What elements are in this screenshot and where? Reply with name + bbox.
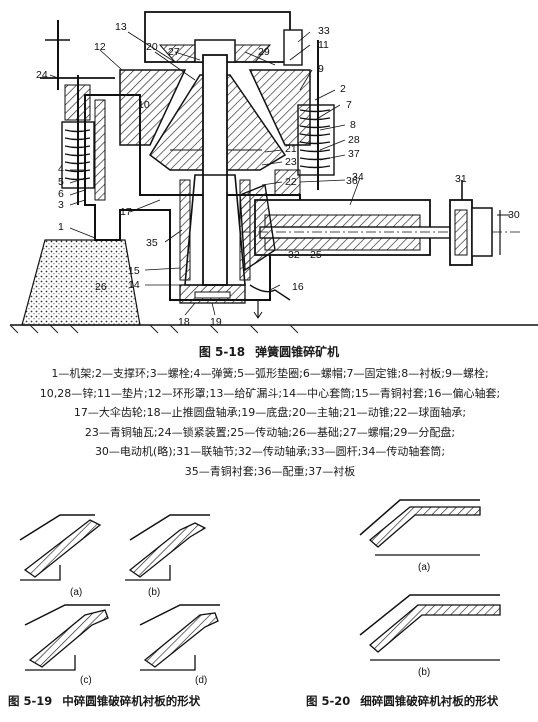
figure-5-18-caption: 图 5-18 弹簧圆锥碎矿机 (0, 343, 538, 360)
legend-line: 23—青铜轴瓦;24—锁紧装置;25—传动轴;26—基础;27—螺帽;29—分配… (84, 425, 456, 439)
figure-5-18-number: 图 5-18 (198, 345, 246, 359)
figure-5-20-caption: 图 5-20 细碎圆锥破碎机衬板的形状 (306, 693, 498, 709)
legend-line: 17—大伞齿轮;18—止推圆盘轴承;19—底盘;20—主轴;21—动锥;22—球… (73, 406, 467, 420)
label-16: 16 (292, 281, 304, 293)
label-2: 2 (340, 83, 346, 95)
label-1: 1 (58, 221, 64, 233)
label-11: 11 (318, 39, 329, 51)
label-35: 35 (146, 237, 158, 249)
liner-shape-d (139, 604, 220, 671)
legend-line: 10,28—锌;11—垫片;12—环形罩;13—给矿漏斗;14—中心套筒;15—… (39, 386, 501, 400)
sub-label-d: (d) (195, 675, 207, 685)
sub-label-b: (b) (148, 587, 160, 598)
sub-label-c: (c) (80, 675, 92, 685)
label-32: 32 (288, 249, 300, 261)
label-20: 20 (146, 41, 158, 53)
figure-5-20-title: 细碎圆锥破碎机衬板的形状 (360, 694, 499, 708)
label-6: 6 (58, 188, 64, 200)
label-7: 7 (346, 99, 352, 111)
label-26: 26 (95, 281, 107, 293)
label-36: 36 (346, 175, 358, 187)
label-17: 17 (120, 206, 132, 218)
coupling (449, 180, 493, 266)
liner-shape-c (24, 604, 110, 671)
label-5: 5 (58, 176, 64, 188)
fixed-cone (119, 69, 187, 146)
label-29: 29 (258, 46, 270, 58)
figure-5-19-drawings: (a) (b) (c) (d) (19, 514, 220, 685)
spring-right (297, 104, 335, 176)
label-31: 31 (455, 173, 467, 185)
label-25: 25 (310, 249, 322, 261)
label-14: 14 (128, 279, 140, 291)
figure-5-18-title: 弹簧圆锥碎矿机 (255, 345, 340, 359)
fine-liner-shape-a (359, 499, 481, 556)
sub-label-a: (a) (70, 587, 82, 598)
label-8: 8 (350, 119, 356, 131)
legend-line: 1—机架;2—支撑环;3—螺栓;4—弹簧;5—弧形垫圈;6—螺帽;7—固定锥;8… (51, 367, 489, 380)
figure-5-19-title: 中碎圆锥破碎机衬板的形状 (62, 694, 201, 708)
label-15: 15 (128, 265, 140, 277)
main-shaft (202, 54, 228, 286)
label-13: 13 (115, 21, 127, 33)
liner-shape-a (19, 514, 102, 581)
label-33: 33 (318, 25, 330, 37)
fine-sub-label-a: (a) (418, 562, 430, 573)
label-3: 3 (58, 199, 64, 211)
label-19: 19 (210, 316, 222, 328)
label-9: 9 (318, 63, 324, 75)
figure-5-19-caption: 图 5-19 中碎圆锥破碎机衬板的形状 (8, 693, 200, 709)
label-37: 37 (348, 148, 360, 160)
label-24: 24 (36, 69, 48, 81)
label-27: 27 (168, 46, 180, 58)
label-34: 34 (352, 171, 364, 183)
legend-line: 30—电动机(略);31—联轴节;32—传动轴承;33—圆杆;34—传动轴套筒; (94, 445, 446, 459)
fine-sub-label-b: (b) (418, 667, 430, 678)
figure-5-19-number: 图 5-19 (8, 694, 53, 708)
cone-crusher-section-drawing: 13 12 20 27 29 33 11 9 24 10 2 7 8 28 37… (9, 11, 538, 334)
parts-legend: 1—机架;2—支撑环;3—螺栓;4—弹簧;5—弧形垫圈;6—螺帽;7—固定锥;8… (12, 364, 528, 482)
label-23: 23 (285, 156, 297, 168)
label-22: 22 (285, 176, 297, 188)
label-18: 18 (178, 316, 190, 328)
figure-5-20-number: 图 5-20 (306, 694, 351, 708)
label-12: 12 (94, 41, 106, 53)
legend-line: 35—青铜衬套;36—配重;37—衬板 (184, 464, 356, 478)
fine-liner-shape-b (359, 594, 501, 661)
label-4: 4 (58, 163, 64, 175)
label-21: 21 (285, 143, 297, 155)
label-28: 28 (348, 134, 360, 146)
foundation (21, 239, 141, 326)
label-30: 30 (508, 209, 520, 221)
liner-shape-b (125, 514, 210, 581)
label-10: 10 (138, 99, 150, 111)
figure-5-20-drawings: (a) (b) (359, 499, 501, 678)
